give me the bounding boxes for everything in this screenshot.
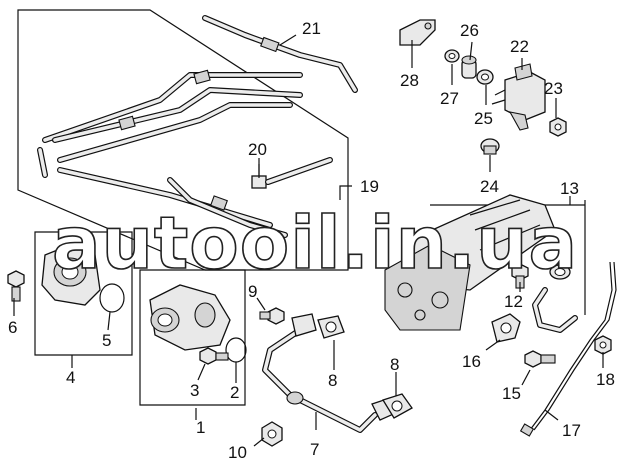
callout-4: 4 [66,368,75,387]
egr-cooler-bracket-13 [430,200,586,315]
callout-8-b: 8 [390,355,399,374]
nut-18 [594,335,612,355]
egr-valve-1 [149,284,231,351]
grommet-24 [480,138,500,155]
callout-13: 13 [560,179,579,198]
callout-18: 18 [596,370,615,389]
washer-25 [476,69,494,85]
egr-valve-4 [41,244,101,306]
bolt-15 [524,350,556,368]
bolt-3 [199,347,229,365]
callout-23: 23 [544,79,563,98]
gasket-16 [491,313,521,343]
callout-8-a: 8 [328,371,337,390]
bolt-6 [7,270,25,302]
callout-9: 9 [248,282,257,301]
callout-6: 6 [8,318,17,337]
part-4-box [34,231,133,356]
callout-26: 26 [460,21,479,40]
tube-assembly-outline [17,9,349,271]
callout-20: 20 [248,140,267,159]
callout-28: 28 [400,71,419,90]
callout-27: 27 [440,89,459,108]
callout-12: 12 [504,292,523,311]
callout-3: 3 [190,381,199,400]
callout-21: 21 [302,19,321,38]
egr-pipe-outlet [532,287,578,333]
vacuum-tube-harness [37,69,303,238]
callout-17: 17 [562,421,581,440]
callout-2: 2 [230,383,239,402]
part-1-box [139,269,246,406]
egr-pipe-7 [262,313,399,433]
seal-ring-egr [549,264,571,280]
leader-lines [13,34,604,447]
callout-10: 10 [228,443,247,462]
egr-cooler [384,194,556,331]
bolt-9 [259,307,285,325]
callout-1: 1 [196,418,205,437]
solenoid-valve-22 [491,63,546,131]
callout-19: 19 [360,177,379,196]
gasket-8-a [317,315,345,339]
o-ring-5 [99,283,125,313]
callout-25: 25 [474,109,493,128]
callout-24: 24 [480,177,499,196]
nut-10 [261,421,283,447]
o-ring-2 [225,337,247,363]
callout-15: 15 [502,384,521,403]
callout-numbers: 1 2 3 4 5 6 7 8 8 9 10 12 13 15 16 17 18… [8,19,615,462]
nut-23 [549,117,567,137]
callout-22: 22 [510,37,529,56]
bracket-28 [399,19,436,46]
grommet-26 [461,55,477,79]
washer-27 [444,49,460,63]
hose-21 [202,15,358,93]
watermark-text: autooil.in.ua [52,201,578,285]
tube-connector-20 [251,157,333,189]
callout-16: 16 [462,352,481,371]
callout-7: 7 [310,440,319,459]
callout-5: 5 [102,331,111,350]
